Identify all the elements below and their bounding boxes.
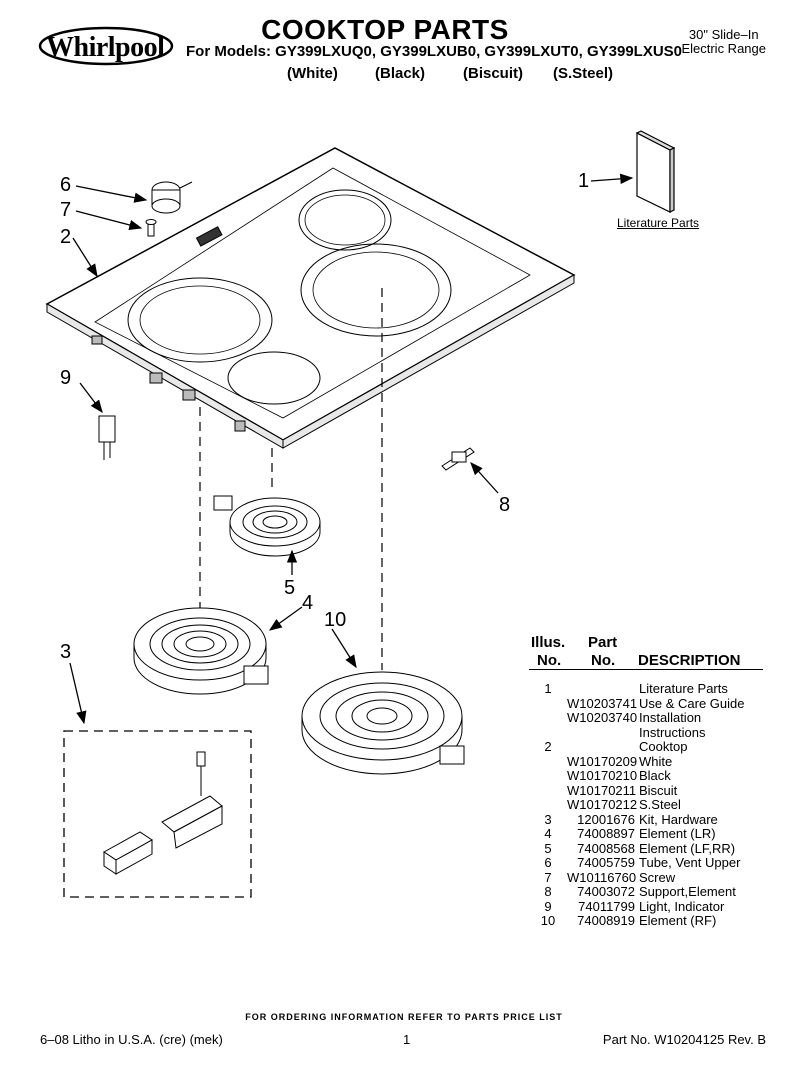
page-number: 1 xyxy=(403,1032,411,1047)
callout-9: 9 xyxy=(60,367,72,389)
vent-tube xyxy=(151,181,193,214)
callout-6: 6 xyxy=(60,174,72,196)
document-part-number: Part No. W10204125 Rev. B xyxy=(602,1032,766,1047)
part-description: Light, Indicator xyxy=(639,898,725,914)
illus-header-line1: Illus. xyxy=(531,634,566,651)
model-list: For Models: GY399LXUQ0, GY399LXUB0, GY39… xyxy=(186,43,683,60)
part-no: W10203741 xyxy=(567,695,638,711)
part-no: W10116760 xyxy=(567,869,637,885)
part-no: 74003072 xyxy=(577,884,635,899)
illus-no: 4 xyxy=(544,826,552,841)
page-title: COOKTOP PARTS xyxy=(261,14,509,45)
logo-swoosh-icon xyxy=(38,26,174,66)
part-description: Cooktop xyxy=(639,739,688,754)
part-no: 74008897 xyxy=(577,826,635,841)
part-no: W10203740 xyxy=(567,710,638,725)
part-description: Tube, Vent Upper xyxy=(639,855,741,870)
illus-no: 1 xyxy=(544,681,552,696)
part-description: Use & Care Guide xyxy=(639,695,745,711)
element-support xyxy=(441,447,475,471)
color-biscuit: (Biscuit) xyxy=(463,65,523,82)
part-description: Kit, Hardware xyxy=(639,811,718,827)
illus-no: 5 xyxy=(544,840,552,856)
part-description: Installation xyxy=(639,710,702,725)
callout-10: 10 xyxy=(324,609,347,631)
range-type-line2: Electric Range xyxy=(681,41,766,56)
part-no: W10170211 xyxy=(567,782,637,798)
part-description: Literature Parts xyxy=(639,681,728,696)
element-rf xyxy=(301,671,465,775)
range-type-line1: 30" Slide–In xyxy=(688,27,759,42)
illus-no: 7 xyxy=(544,869,552,885)
color-steel: (S.Steel) xyxy=(553,65,614,82)
color-black: (Black) xyxy=(375,65,426,82)
part-description: White xyxy=(639,753,673,769)
indicator-light xyxy=(98,415,116,460)
element-lr xyxy=(133,607,269,695)
callout-1: 1 xyxy=(578,170,590,192)
part-description: Element (LF,RR) xyxy=(639,840,736,856)
part-description: Biscuit xyxy=(639,782,678,798)
part-header-line1: Part xyxy=(588,634,618,651)
literature-booklet xyxy=(635,130,676,213)
part-description: Instructions xyxy=(639,724,706,740)
part-description: Element (LR) xyxy=(639,826,716,841)
part-header-line2: No. xyxy=(591,652,616,669)
cooktop-glass xyxy=(45,147,576,449)
callout-2: 2 xyxy=(60,226,72,248)
callout-5: 5 xyxy=(284,577,296,599)
part-no: 12001676 xyxy=(577,811,635,827)
part-no: 74008568 xyxy=(577,840,635,856)
literature-parts-label: Literature Parts xyxy=(617,216,700,230)
callout-7: 7 xyxy=(60,199,72,221)
callout-4: 4 xyxy=(302,592,314,614)
illus-no: 10 xyxy=(540,913,556,928)
element-small xyxy=(213,495,321,557)
callout-8: 8 xyxy=(499,494,511,516)
part-no: 74008919 xyxy=(577,913,635,928)
description-header: DESCRIPTION xyxy=(638,652,741,669)
litho-info: 6–08 Litho in U.S.A. (cre) (mek) xyxy=(40,1032,223,1047)
illus-no: 8 xyxy=(544,884,552,899)
range-type: 30" Slide–In Electric Range xyxy=(681,28,766,56)
brand-name: Whirlpool xyxy=(46,32,165,63)
part-no: W10170210 xyxy=(567,768,638,783)
illus-no: 9 xyxy=(544,898,552,914)
color-white: (White) xyxy=(287,65,338,82)
part-description: Screw xyxy=(639,869,676,885)
illus-no: 2 xyxy=(544,739,552,754)
part-no: 74005759 xyxy=(577,855,635,870)
brand-logo: Whirlpool xyxy=(38,18,178,74)
callout-3: 3 xyxy=(60,641,72,663)
illus-no: 6 xyxy=(544,855,552,870)
part-no: W10170209 xyxy=(567,753,638,769)
screw xyxy=(145,219,157,237)
part-description: Element (RF) xyxy=(639,913,717,928)
header-rule xyxy=(529,669,763,670)
illus-header-line2: No. xyxy=(537,652,562,669)
hardware-kit xyxy=(63,730,252,898)
part-no: W10170212 xyxy=(567,797,638,812)
part-description: Black xyxy=(639,768,671,783)
part-description: Support,Element xyxy=(639,884,736,899)
illus-no: 3 xyxy=(544,811,552,827)
part-no: 74011799 xyxy=(578,898,635,914)
part-description: S.Steel xyxy=(639,797,681,812)
ordering-note: FOR ORDERING INFORMATION REFER TO PARTS … xyxy=(245,1012,563,1022)
